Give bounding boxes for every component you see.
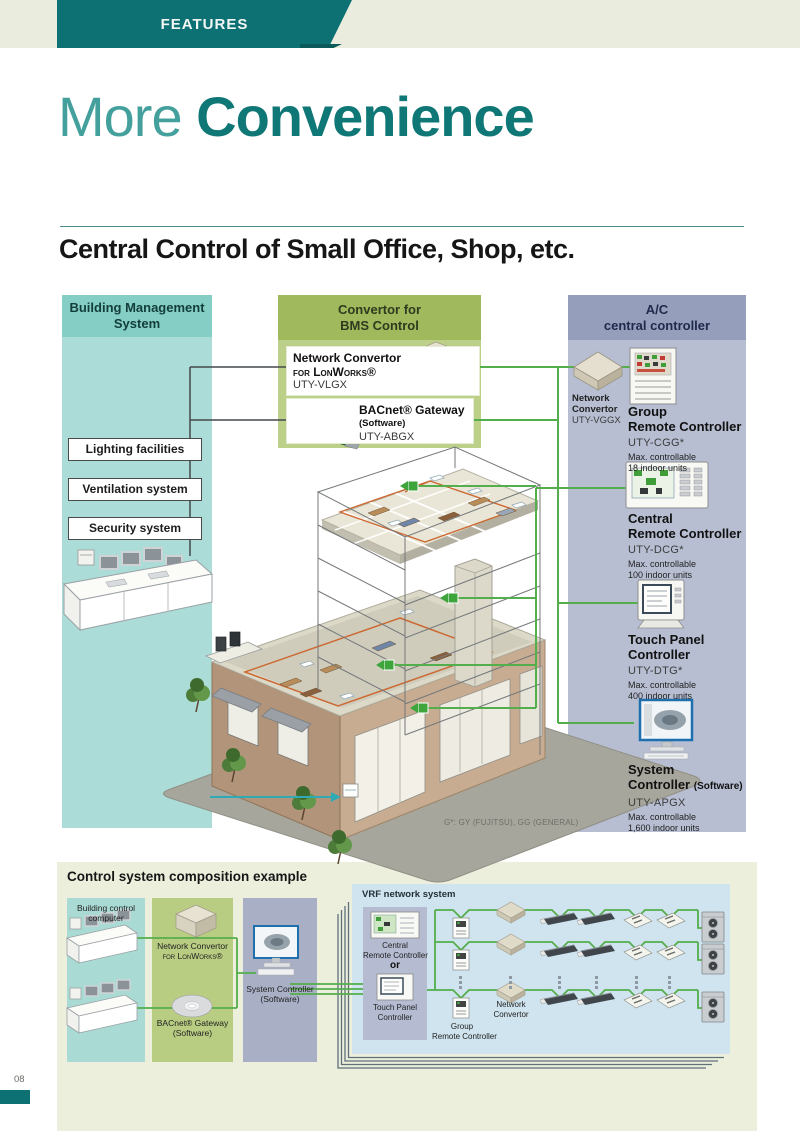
tree-icon — [195, 697, 342, 865]
lonworks-convertor-box: Network Convertor for LonWorks® UTY-VLGX — [286, 346, 480, 396]
page-title-light: More — [58, 85, 197, 148]
lonworks-model: UTY-VLGX — [293, 379, 348, 391]
sysc-name-line1: System — [628, 762, 675, 777]
touch-panel-controller-label: Touch Panel Controller UTY-DTG* Max. con… — [628, 632, 748, 702]
ac-title-line2: central controller — [603, 317, 711, 333]
bms-item-lighting: Lighting facilities — [68, 438, 202, 461]
system-controller-column — [243, 898, 317, 1062]
system-controller-label: System Controller (Software) UTY-APGX Ma… — [628, 762, 748, 834]
bacnet-name-line2: (Software) — [359, 418, 406, 429]
vrf-or-label: or — [390, 960, 400, 971]
page-number: 08 — [14, 1074, 25, 1085]
section-rule — [60, 226, 744, 227]
page-title-bold: Convenience — [196, 85, 535, 148]
bms-title-line2: System — [113, 316, 161, 331]
network-convertor-label: Network Convertor UTY-VGGX — [572, 393, 621, 426]
ac-panel-header: A/C central controller — [568, 295, 746, 340]
grc-model: UTY-CGG* — [628, 437, 685, 449]
tpc-model: UTY-DTG* — [628, 665, 683, 677]
convertor-title-line1: Convertor for — [337, 301, 422, 317]
group-remote-controller-label: Group Remote Controller UTY-CGG* Max. co… — [628, 404, 748, 474]
green-node-icons — [376, 480, 459, 714]
lonworks-name-line1: Network Convertor — [293, 351, 402, 365]
features-label: FEATURES — [160, 15, 249, 33]
page-tab — [0, 1090, 30, 1104]
building-control-label: Building control computer — [76, 903, 136, 923]
lonworks-name-line2: for LonWorks® — [293, 365, 376, 379]
crc-name-line2: Remote Controller — [628, 526, 742, 541]
tpc-name-line2: Controller — [628, 647, 691, 662]
bms-item-security: Security system — [68, 517, 202, 540]
bms-panel-body — [62, 337, 212, 828]
crc-model: UTY-DCG* — [628, 544, 684, 556]
footnote: G*: GY (FUJITSU), GG (GENERAL) — [444, 818, 579, 827]
composition-title: Control system composition example — [67, 869, 308, 884]
comp-system-controller-label: System Controller (Software) — [246, 984, 314, 1004]
bms-item-ventilation: Ventilation system — [68, 478, 202, 501]
bacnet-gateway-box: BACnet® Gateway (Software) UTY-ABGX — [286, 398, 474, 444]
netconv-model: UTY-VGGX — [572, 415, 621, 426]
banner-shadow — [300, 44, 342, 48]
bms-title-line1: Building Management — [69, 300, 205, 315]
convertor-title-line2: BMS Control — [340, 317, 419, 333]
bacnet-model: UTY-ABGX — [359, 431, 415, 443]
sysc-name-line2: Controller (Software) — [628, 777, 743, 792]
ground-floor-ac-unit — [342, 783, 359, 798]
page-title: More Convenience — [58, 84, 535, 149]
bms-panel-header: Building Management System — [62, 295, 212, 337]
central-remote-controller-label: Central Remote Controller UTY-DCG* Max. … — [628, 511, 748, 581]
netconv-line2: Convertor — [572, 404, 618, 415]
cyan-link-line — [210, 792, 341, 802]
comp-bacnet-label: BACnet® Gateway (Software) — [156, 1018, 229, 1038]
bacnet-name-line1: BACnet® Gateway — [359, 403, 465, 417]
netconv-line1: Network — [572, 393, 610, 404]
tpc-name-line1: Touch Panel — [628, 632, 705, 647]
features-banner: FEATURES — [57, 0, 352, 48]
section-title: Central Control of Small Office, Shop, e… — [59, 234, 575, 264]
crc-name-line1: Central — [628, 511, 673, 526]
convertor-panel-header: Convertor for BMS Control — [278, 295, 481, 340]
grc-name-line1: Group — [628, 404, 667, 419]
grc-name-line2: Remote Controller — [628, 419, 742, 434]
ac-title-line1: A/C — [645, 301, 669, 317]
vrf-title: VRF network system — [362, 889, 456, 900]
sysc-model: UTY-APGX — [628, 797, 686, 809]
